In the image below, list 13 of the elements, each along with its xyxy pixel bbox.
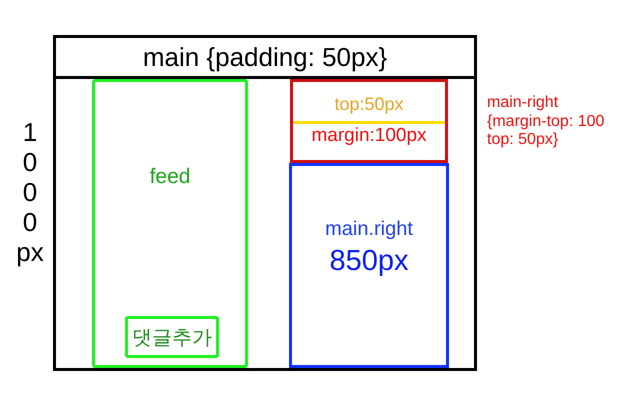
main-container-box (53, 35, 477, 371)
main-right-box (289, 163, 449, 368)
feed-label: feed (148, 164, 192, 190)
dimension-label: 1 0 0 0 px (15, 117, 45, 267)
margin-label: margin:100px (310, 124, 428, 148)
add-comment-button: 댓글추가 (125, 316, 219, 358)
css-note: main-right {margin-top: 100 top: 50px} (487, 94, 606, 150)
height-label: 850px (328, 244, 410, 278)
section-label: main.right (324, 217, 414, 242)
section-heading: main {padding: 50px} (142, 41, 388, 74)
feed-panel (92, 79, 248, 368)
offset-label: top:50px (333, 93, 405, 116)
margin-area-box (290, 79, 448, 163)
